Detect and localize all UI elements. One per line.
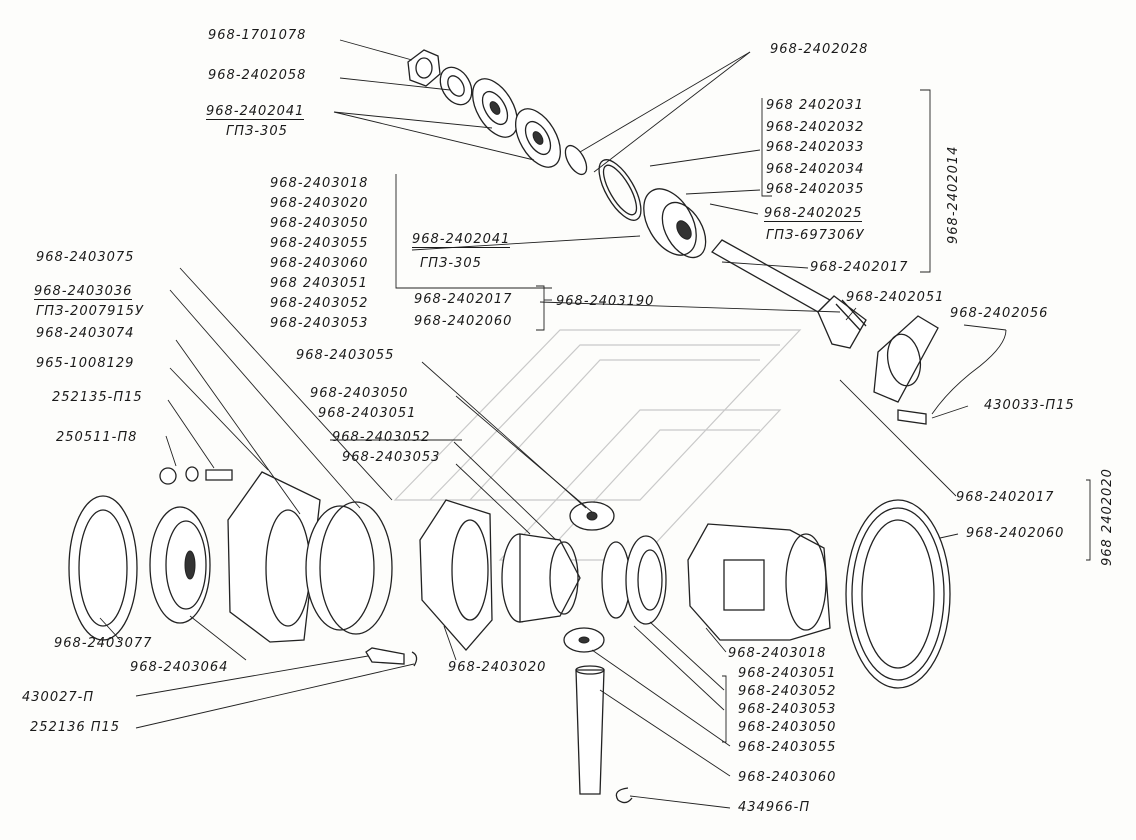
label-968-2402032: 968-2402032	[766, 120, 865, 135]
small-bolt-left	[205, 469, 233, 481]
label-968-2403050-lower: 968-2403050	[738, 720, 837, 735]
label-968-2402041-upper: 968-2402041	[206, 104, 305, 120]
label-968-2402058: 968-2402058	[208, 68, 307, 83]
label-968-2403050-mid: 968-2403050	[310, 386, 409, 401]
bearing-cap-housing	[227, 471, 321, 643]
label-968-2403064: 968-2403064	[130, 660, 229, 675]
spacer-ring	[564, 144, 588, 176]
label-968-2402020-vertical: 968 2402020	[1100, 468, 1115, 566]
label-968-2402060-right: 968-2402060	[966, 526, 1065, 541]
pinion-flange-gasket	[873, 315, 939, 403]
label-968-2402035: 968-2402035	[766, 182, 865, 197]
bearing-outer-1	[472, 78, 518, 138]
side-gear-left	[501, 533, 581, 623]
label-968-2403077: 968-2403077	[54, 636, 153, 651]
side-bearing-right	[305, 501, 393, 635]
drive-pinion-shaft	[711, 239, 867, 349]
ring-gear	[845, 499, 951, 689]
label-968-2403053-mid: 968-2403053	[342, 450, 441, 465]
label-968-2403020: 968-2403020	[448, 660, 547, 675]
label-968-2403060-stack: 968-2403060	[270, 256, 369, 271]
label-968-2402028: 968-2402028	[770, 42, 869, 57]
label-968-2402014-vertical: 968-2402014	[946, 145, 961, 244]
label-968-2402060-bracket: 968-2402060	[414, 314, 513, 329]
label-968-2403036: 968-2403036	[34, 284, 133, 300]
label-434966-p: 434966-П	[738, 800, 811, 815]
label-968-2402051: 968-2402051	[846, 290, 945, 305]
label-gpz-305-lower: ГПЗ-305	[420, 256, 482, 271]
diff-case	[687, 523, 831, 641]
bearing-outer-2	[515, 108, 561, 168]
label-968-2403074: 968-2403074	[36, 326, 135, 341]
pinion-gear-lower	[563, 627, 605, 653]
side-gear-right	[601, 535, 667, 625]
label-968-2402017-top: 968-2402017	[810, 260, 909, 275]
label-968-2403051-lower: 968-2403051	[738, 666, 837, 681]
label-gpz-305-upper: ГПЗ-305	[226, 124, 288, 139]
label-250511-p8: 250511-П8	[56, 430, 138, 445]
label-968-2402033: 968-2402033	[766, 140, 865, 155]
pinion-nut	[407, 49, 441, 87]
label-968-2403051-mid: 968-2403051	[318, 406, 417, 421]
label-968-2403018-lower: 968-2403018	[728, 646, 827, 661]
label-968-2402017-bracket: 968-2402017	[414, 292, 513, 307]
label-968-2403053-stack: 968-2403053	[270, 316, 369, 331]
flange-bolt	[897, 409, 927, 425]
label-968-2403075: 968-2403075	[36, 250, 135, 265]
label-968-2403018-stack: 968-2403018	[270, 176, 369, 191]
label-968-2403052-mid: 968-2403052	[332, 430, 431, 445]
shim-ring	[598, 159, 642, 221]
label-968-2403050-stack: 968-2403050	[270, 216, 369, 231]
lock-washer	[439, 66, 473, 106]
small-washer-left	[159, 466, 199, 485]
label-968-2403052-stack: 968-2403052	[270, 296, 369, 311]
label-968-2403055-lower: 968-2403055	[738, 740, 837, 755]
label-968-2402031: 968 2402031	[766, 98, 864, 113]
roller-bearing	[643, 188, 707, 259]
leader-lines	[99, 39, 1091, 809]
label-968-2403055-mid: 968-2403055	[296, 348, 395, 363]
label-968-2402017-right: 968-2402017	[956, 490, 1055, 505]
label-252136-p15: 252136 П15	[30, 720, 121, 735]
label-968-2402034: 968-2402034	[766, 162, 865, 177]
side-bearing-left	[149, 506, 211, 624]
label-968-2403053-lower: 968-2403053	[738, 702, 837, 717]
lock-pin	[615, 787, 633, 804]
label-252135-p15: 252135-П15	[52, 390, 143, 405]
label-gpz-697306u: ГПЗ-697306У	[766, 228, 865, 243]
label-gpz-2007915u: ГПЗ-2007915У	[36, 304, 144, 319]
pinion-gear-upper	[569, 501, 615, 531]
label-968-2403020-stack: 968-2403020	[270, 196, 369, 211]
cap-bolt	[365, 647, 418, 667]
cross-shaft	[575, 665, 605, 795]
label-968-2402056: 968-2402056	[950, 306, 1049, 321]
label-968-2403052-lower: 968-2403052	[738, 684, 837, 699]
label-430027-p: 430027-П	[22, 690, 95, 705]
label-965-1008129: 965-1008129	[36, 356, 135, 371]
label-968-1701078: 968-1701078	[208, 28, 307, 43]
label-968-2402041-lower: 968-2402041	[412, 232, 511, 248]
label-968-2403051-stack: 968 2403051	[270, 276, 368, 291]
label-430033-p15: 430033-П15	[984, 398, 1075, 413]
label-968-2403060: 968-2403060	[738, 770, 837, 785]
label-968-2403055-stack: 968-2403055	[270, 236, 369, 251]
diff-case-cover	[419, 499, 493, 651]
label-968-2402025: 968-2402025	[764, 206, 863, 222]
label-968-2403190: 968-2403190	[556, 294, 655, 309]
adjusting-nut	[68, 495, 138, 641]
